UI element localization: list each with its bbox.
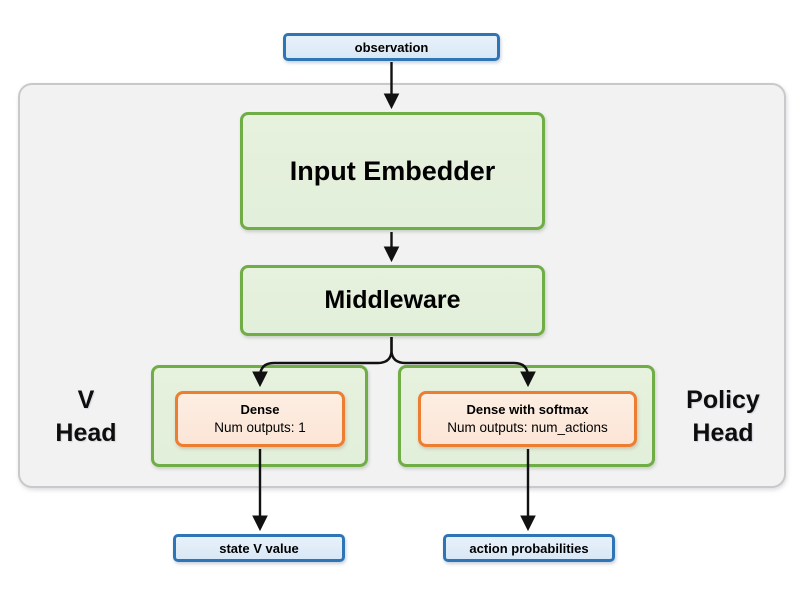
observation-label: observation xyxy=(354,39,429,55)
input-embedder-label: Input Embedder xyxy=(289,155,496,186)
action-probabilities-node: action probabilities xyxy=(443,534,615,562)
policy-head-dense-node: Dense with softmax Num outputs: num_acti… xyxy=(418,391,637,447)
v-head-label-line2: Head xyxy=(55,419,117,447)
v-head-label: V Head xyxy=(30,384,142,450)
middleware-label: Middleware xyxy=(324,286,461,314)
v-head-dense-title: Dense xyxy=(240,402,280,418)
state-v-value-node: state V value xyxy=(173,534,345,562)
middleware-node: Middleware xyxy=(240,265,545,336)
action-probabilities-label: action probabilities xyxy=(469,540,589,556)
input-embedder-node: Input Embedder xyxy=(240,112,545,230)
policy-head-dense-title: Dense with softmax xyxy=(466,402,589,418)
policy-head-dense-subtitle: Num outputs: num_actions xyxy=(447,419,608,435)
v-head-dense-subtitle: Num outputs: 1 xyxy=(214,419,306,435)
policy-head-label-line1: Policy xyxy=(686,386,760,414)
policy-head-label: Policy Head xyxy=(663,384,783,450)
observation-node: observation xyxy=(283,33,500,61)
v-head-label-line1: V xyxy=(77,386,95,414)
v-head-dense-node: Dense Num outputs: 1 xyxy=(175,391,345,447)
state-v-value-label: state V value xyxy=(219,540,299,556)
policy-head-label-line2: Head xyxy=(692,419,754,447)
